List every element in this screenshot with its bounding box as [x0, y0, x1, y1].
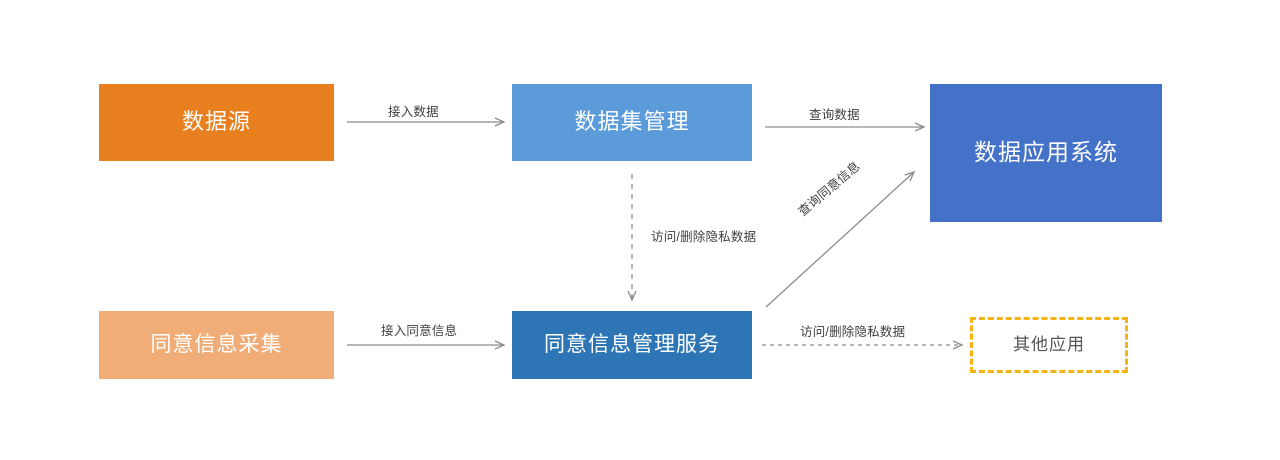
node-consent-collection-label: 同意信息采集 — [150, 333, 283, 357]
node-consent-management-service-label: 同意信息管理服务 — [544, 333, 720, 357]
edge-label-ingest-data: 接入数据 — [388, 105, 439, 119]
node-consent-management-service[interactable]: 同意信息管理服务 — [512, 311, 752, 379]
node-data-source[interactable]: 数据源 — [99, 84, 334, 161]
node-other-application-label: 其他应用 — [1013, 334, 1085, 354]
node-dataset-management[interactable]: 数据集管理 — [512, 84, 752, 161]
node-other-application[interactable]: 其他应用 — [970, 317, 1128, 373]
edge-label-privacy-mid: 访问/删除隐私数据 — [651, 230, 757, 244]
node-consent-collection[interactable]: 同意信息采集 — [99, 311, 334, 379]
node-dataset-management-label: 数据集管理 — [574, 109, 690, 135]
node-data-source-label: 数据源 — [181, 109, 251, 135]
edge-label-ingest-consent: 接入同意信息 — [381, 324, 458, 338]
edge-query-consent — [765, 170, 916, 308]
edge-label-privacy-bottom: 访问/删除隐私数据 — [800, 325, 906, 339]
node-data-application-system[interactable]: 数据应用系统 — [930, 84, 1162, 222]
node-data-application-system-label: 数据应用系统 — [974, 139, 1118, 166]
edge-label-query-data: 查询数据 — [809, 108, 860, 122]
